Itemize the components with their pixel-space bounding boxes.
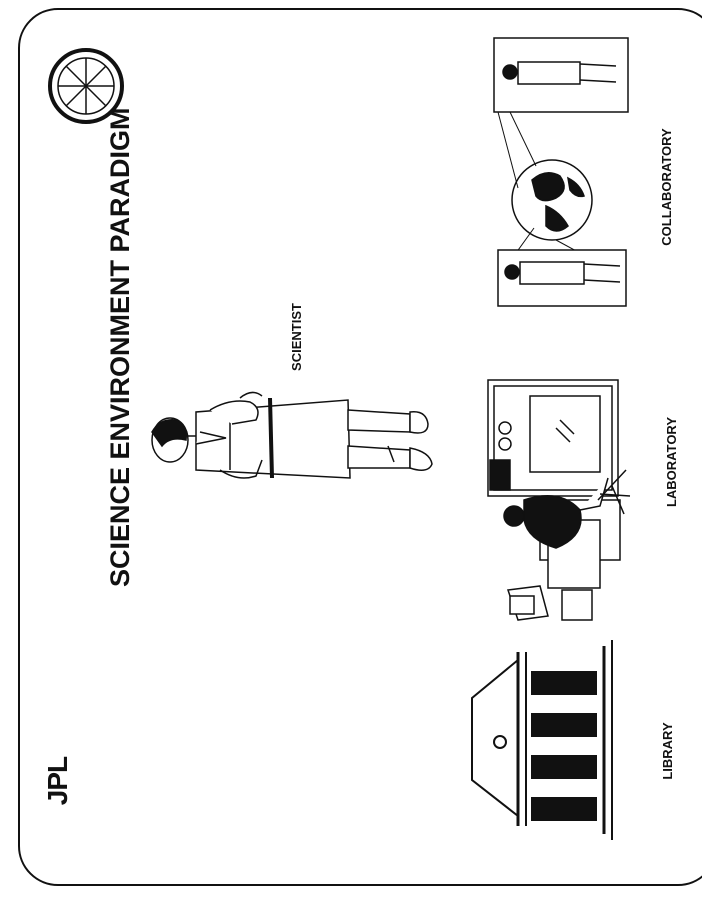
scientist-figure (152, 392, 432, 478)
laboratory-scene (488, 380, 630, 620)
label-laboratory: LABORATORY (663, 402, 681, 522)
label-library: LIBRARY (659, 703, 677, 799)
collaboratory-scene (494, 38, 628, 306)
library-temple-icon (472, 640, 612, 840)
label-scientist: SCIENTIST (288, 282, 306, 392)
slide-title: SCIENCE ENVIRONMENT PARADIGM (103, 207, 137, 587)
jpl-logo: JPL (43, 745, 73, 817)
control-panel-icon (490, 460, 510, 490)
label-collaboratory: COLLABORATORY (658, 112, 676, 262)
